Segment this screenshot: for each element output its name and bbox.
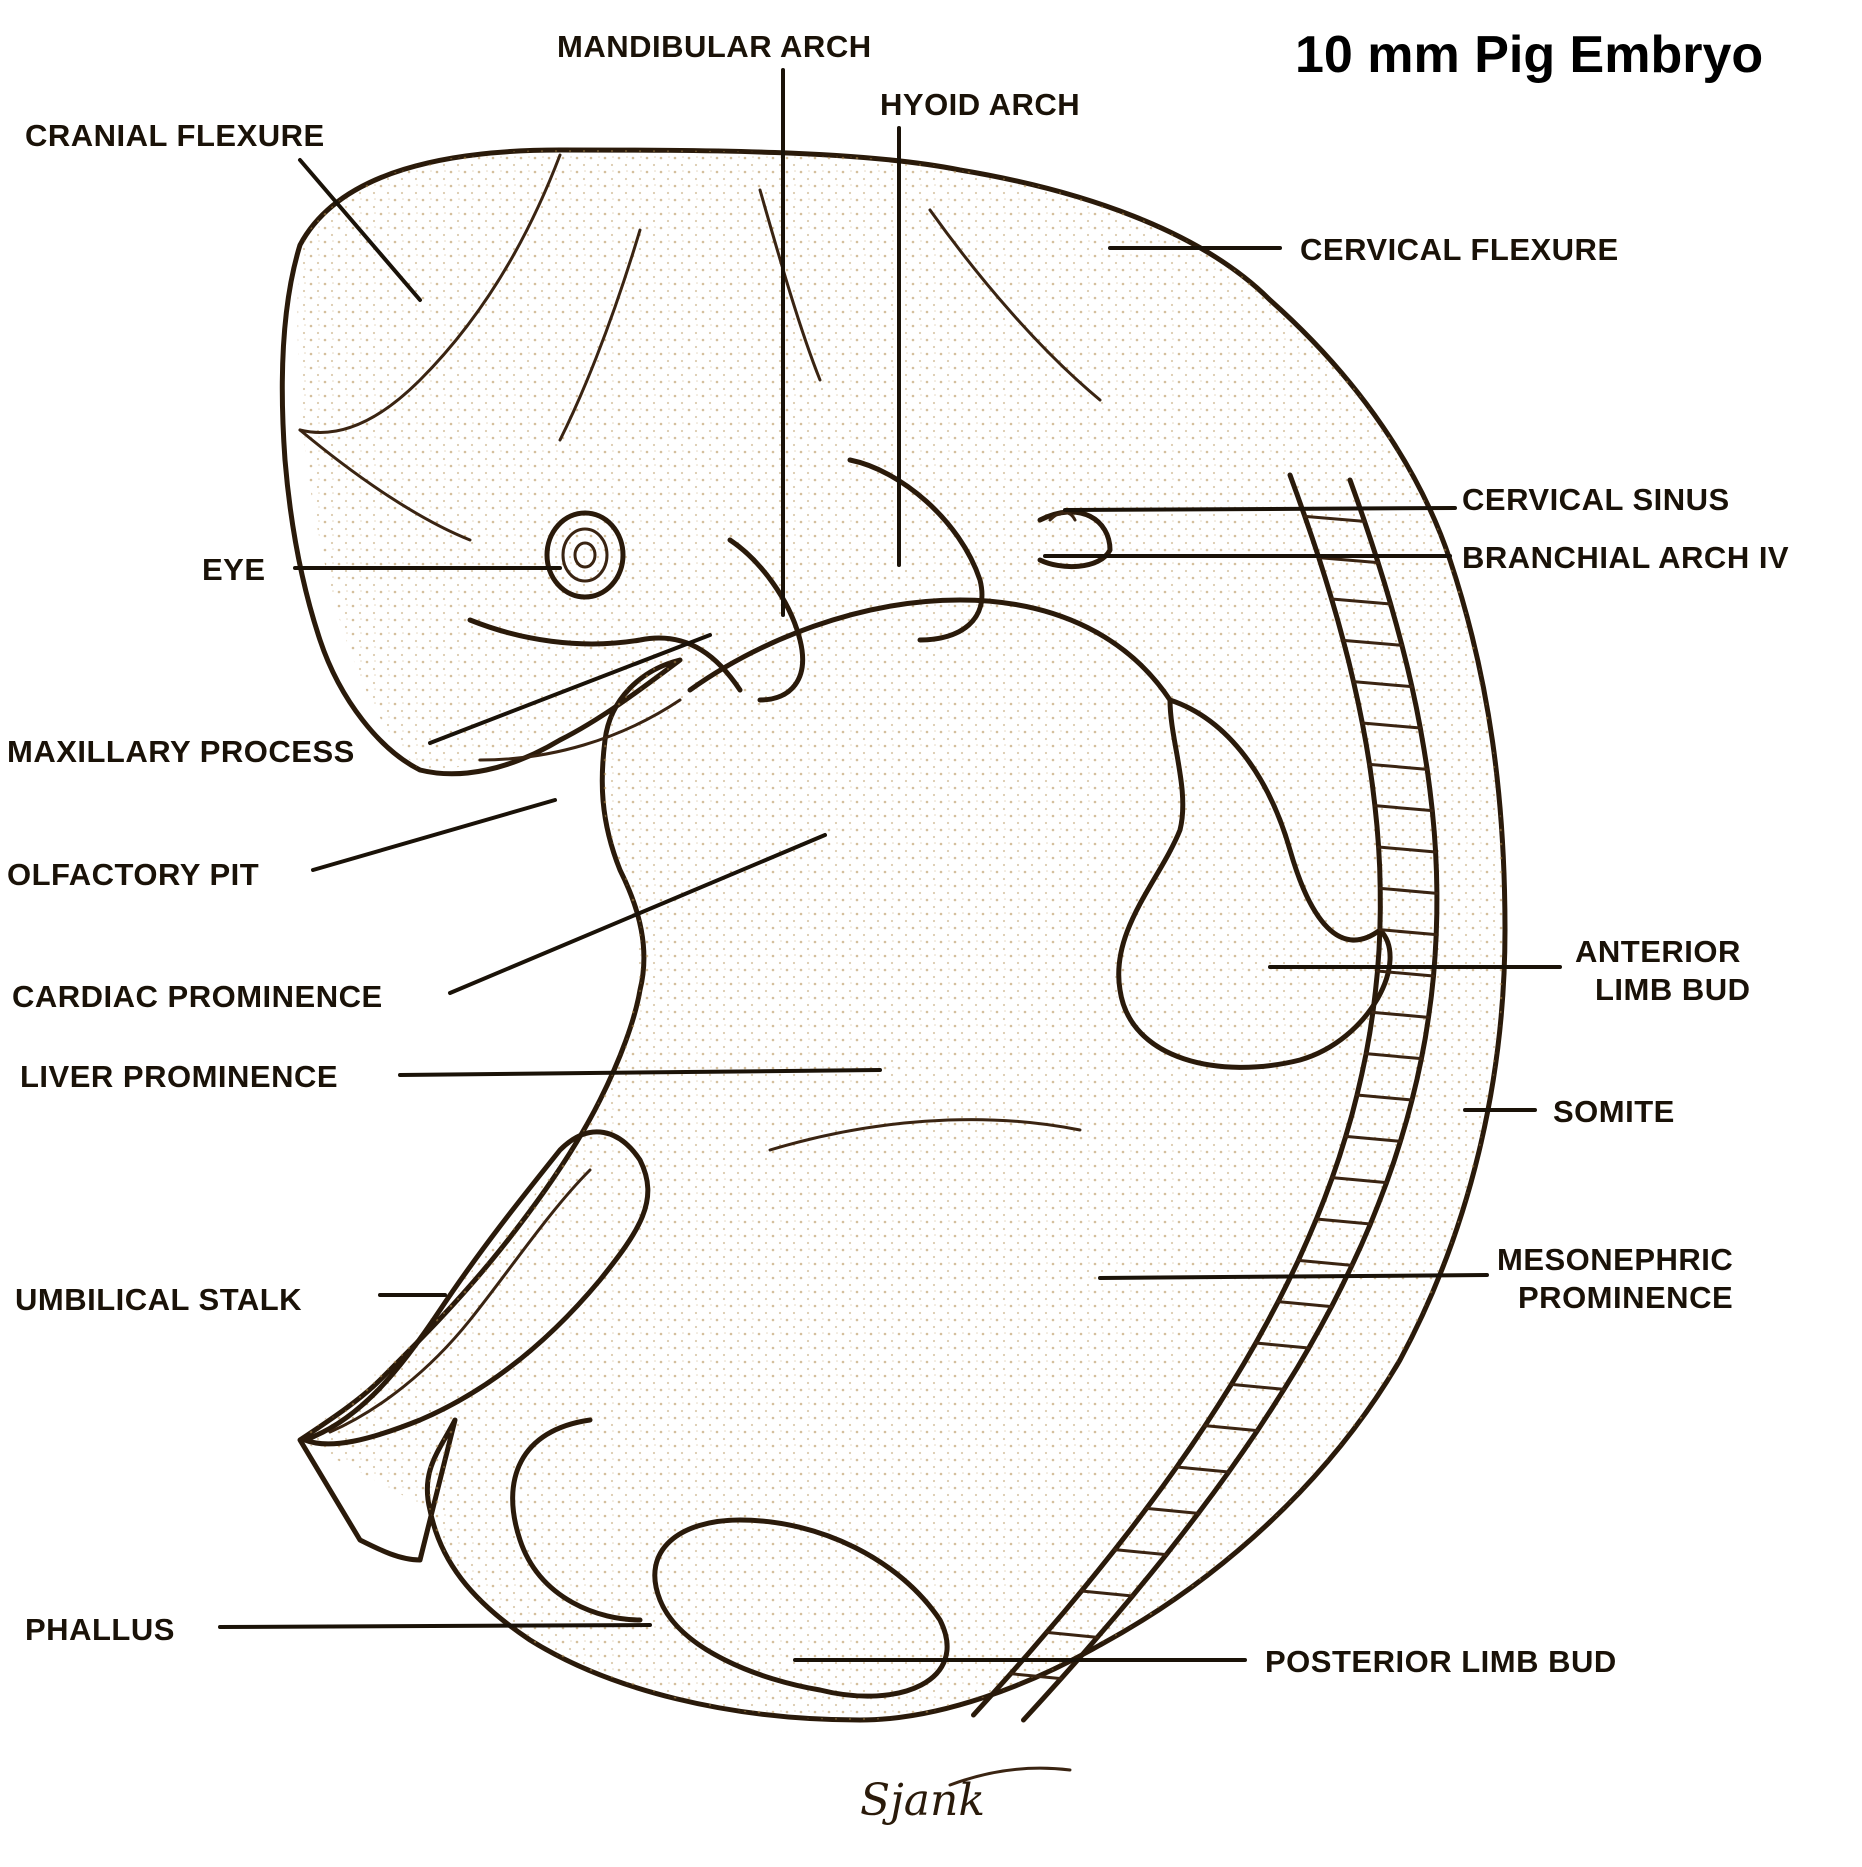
leader-phallus bbox=[220, 1625, 650, 1627]
label-mesonephric-prominence-line1: MESONEPHRIC bbox=[1497, 1242, 1733, 1277]
label-maxillary-process: MAXILLARY PROCESS bbox=[7, 734, 355, 769]
label-anterior-limb-bud-line1: ANTERIOR bbox=[1575, 934, 1741, 969]
artist-signature: Sjank bbox=[860, 1768, 1070, 1826]
label-anterior-limb-bud-line2: LIMB BUD bbox=[1595, 972, 1751, 1007]
label-somite: SOMITE bbox=[1553, 1094, 1675, 1129]
diagram-title: 10 mm Pig Embryo bbox=[1295, 26, 1763, 84]
embryo-body bbox=[282, 150, 1505, 1720]
label-mandibular-arch: MANDIBULAR ARCH bbox=[557, 29, 872, 64]
label-cardiac-prominence: CARDIAC PROMINENCE bbox=[12, 979, 383, 1014]
label-cervical-sinus: CERVICAL SINUS bbox=[1462, 482, 1730, 517]
label-posterior-limb-bud: POSTERIOR LIMB BUD bbox=[1265, 1644, 1617, 1679]
label-phallus: PHALLUS bbox=[25, 1612, 175, 1647]
label-umbilical-stalk: UMBILICAL STALK bbox=[15, 1282, 302, 1317]
leader-cervical-sinus bbox=[1065, 508, 1455, 510]
label-hyoid-arch: HYOID ARCH bbox=[880, 87, 1080, 122]
label-eye: EYE bbox=[202, 552, 266, 587]
label-branchial-arch-iv: BRANCHIAL ARCH IV bbox=[1462, 540, 1789, 575]
label-olfactory-pit: OLFACTORY PIT bbox=[7, 857, 259, 892]
leader-olfactory-pit bbox=[313, 800, 555, 870]
label-cranial-flexure: CRANIAL FLEXURE bbox=[25, 118, 325, 153]
label-mesonephric-prominence-line2: PROMINENCE bbox=[1518, 1280, 1733, 1315]
label-liver-prominence: LIVER PROMINENCE bbox=[20, 1059, 338, 1094]
label-cervical-flexure: CERVICAL FLEXURE bbox=[1300, 232, 1619, 267]
svg-text:Sjank: Sjank bbox=[860, 1775, 985, 1826]
